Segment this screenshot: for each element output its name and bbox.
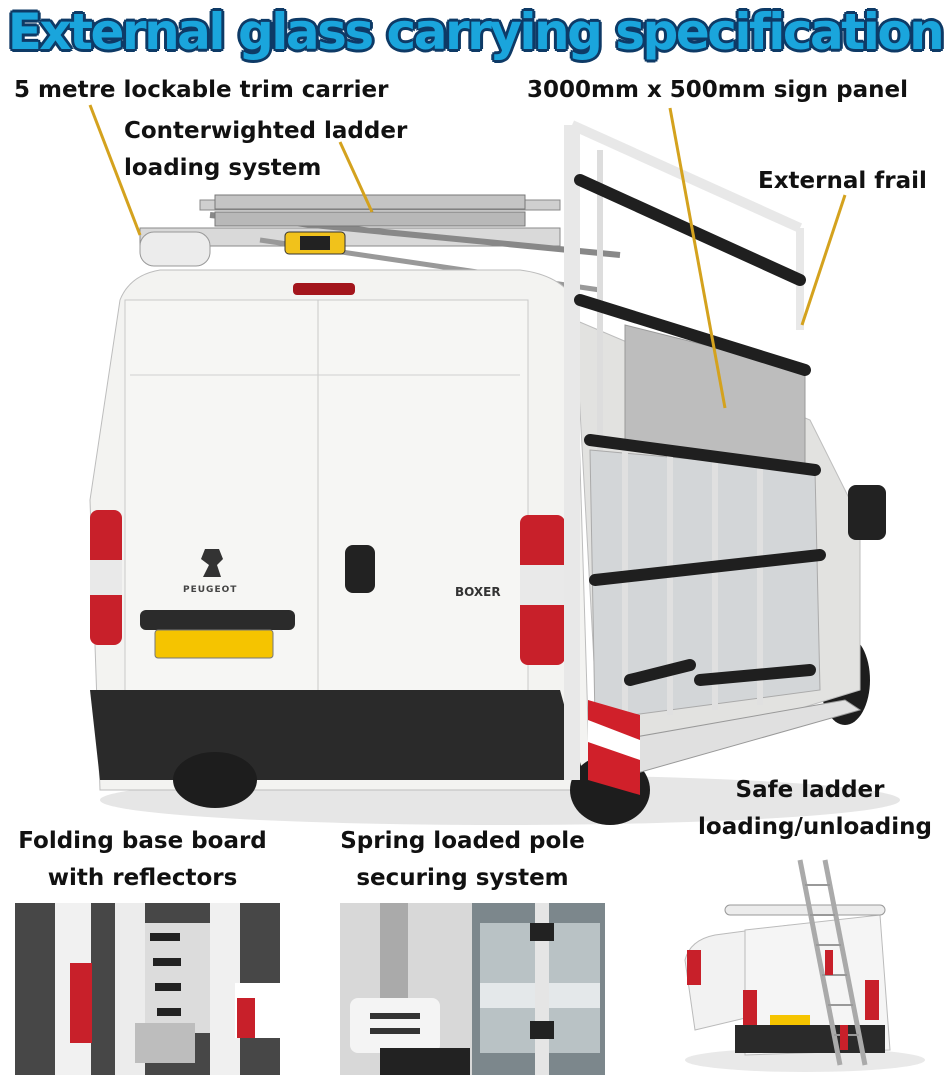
right-rear-door [317,299,529,696]
model-badge: BOXER [455,585,501,599]
black-rails [574,174,826,686]
rear-bumper [90,690,585,780]
peugeot-lion-icon [201,549,223,577]
label-trim-carrier: 5 metre lockable trim carrier [14,77,389,103]
trim-carrier-tube [139,231,211,267]
label-pole-line1: Spring loaded pole [340,828,585,854]
label-base-board-line1: Folding base board [18,828,267,854]
ladder [214,194,526,255]
side-mirror [848,485,886,540]
label-sign-panel: 3000mm x 500mm sign panel [527,77,909,103]
label-frail: External frail [758,168,927,194]
label-safe-ladder-line1: Safe ladder [735,777,885,803]
label-ladder-system-line2: loading system [124,155,322,181]
brand-badge: PEUGEOT [183,585,238,595]
label-base-board-line2: with reflectors [47,865,238,891]
leader-lines [88,104,847,409]
label-ladder-system-line1: Conterwighted ladder [124,118,408,144]
number-plate [154,629,274,659]
page-title: External glass carrying specification [7,3,945,61]
photo-spring-loaded-pole [340,903,605,1075]
photo-safe-ladder-loading [675,855,945,1078]
photo-folding-base-board [15,903,280,1075]
label-pole-line2: securing system [356,865,569,891]
door-handle [345,545,375,593]
label-safe-ladder-line2: loading/unloading [698,814,932,840]
brake-light [293,283,355,295]
